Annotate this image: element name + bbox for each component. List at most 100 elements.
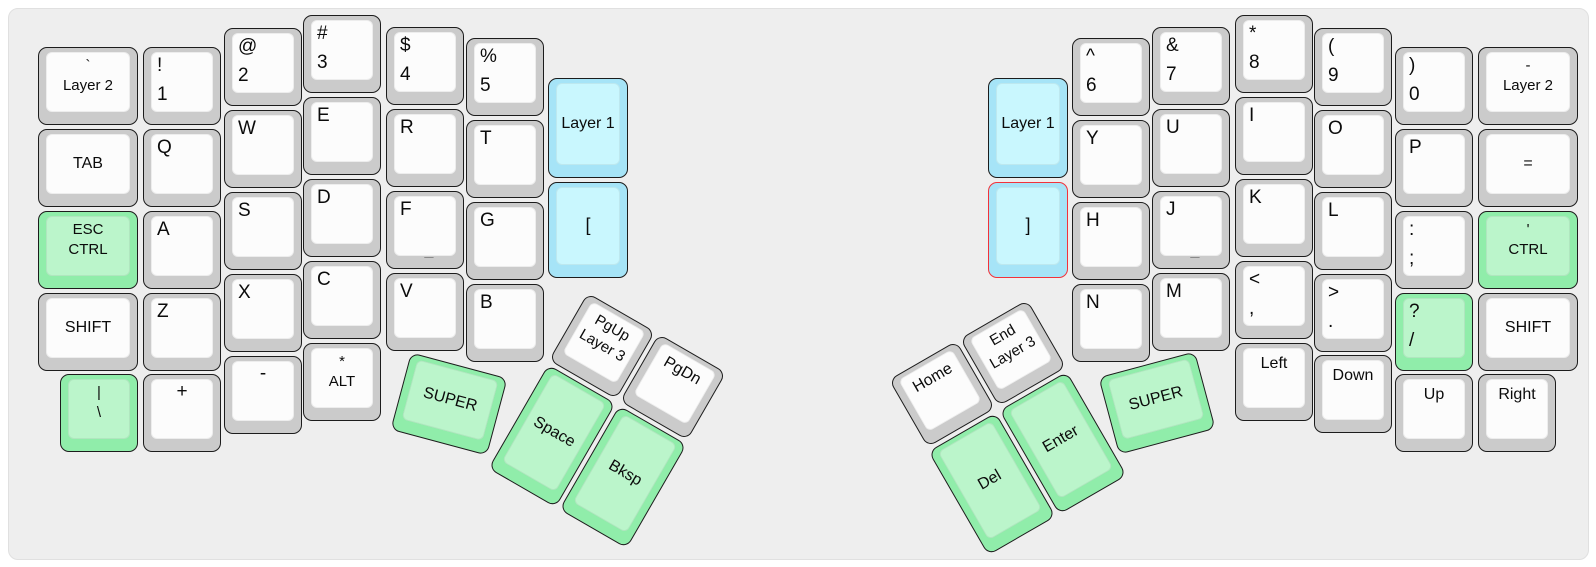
keycap-top (556, 83, 620, 165)
key-pipe-backslash[interactable]: | \ (60, 374, 138, 452)
keycap-top (996, 83, 1060, 165)
key-z[interactable]: Z (143, 293, 221, 371)
key-t[interactable]: T (466, 120, 544, 198)
keycap-top (394, 278, 456, 338)
key-at-2[interactable]: @2 (224, 28, 302, 106)
key-gt-period[interactable]: >. (1314, 274, 1392, 352)
key-pct-5[interactable]: %5 (466, 38, 544, 116)
keycap-top (232, 361, 294, 421)
key-g[interactable]: G (466, 202, 544, 280)
key-minus[interactable]: - (224, 356, 302, 434)
keycap-top (232, 279, 294, 339)
key-minus-layer2[interactable]: - Layer 2 (1478, 47, 1578, 125)
keycap-top (1322, 115, 1384, 175)
keycap-top (394, 196, 456, 256)
key-rbracket[interactable]: ] (988, 182, 1068, 278)
key-e[interactable]: E (303, 97, 381, 175)
key-excl-1[interactable]: !1 (143, 47, 221, 125)
key-hash-3[interactable]: #3 (303, 15, 381, 93)
key-d[interactable]: D (303, 179, 381, 257)
keycap-top (232, 33, 294, 93)
keycap-top (1080, 207, 1142, 267)
keycap-top (311, 102, 373, 162)
keycap-top (151, 216, 213, 276)
keycap-top (1243, 102, 1305, 162)
keycap-top (1322, 360, 1384, 420)
key-h[interactable]: H (1072, 202, 1150, 280)
key-star-alt[interactable]: * ALT (303, 343, 381, 421)
key-k[interactable]: K (1235, 179, 1313, 257)
key-dollar-4[interactable]: $4 (386, 27, 464, 105)
keycap-top (46, 52, 130, 112)
keycap-top (1243, 184, 1305, 244)
key-a[interactable]: A (143, 211, 221, 289)
key-shift-left[interactable]: SHIFT (38, 293, 138, 371)
keycap-top (401, 359, 499, 441)
key-amp-7[interactable]: &7 (1152, 27, 1230, 105)
key-ast-8[interactable]: *8 (1235, 15, 1313, 93)
keycap-top (1403, 379, 1465, 439)
key-v[interactable]: V (386, 273, 464, 351)
key-l[interactable]: L (1314, 192, 1392, 270)
key-plus[interactable]: + (143, 374, 221, 452)
key-p[interactable]: P (1395, 129, 1473, 207)
key-r[interactable]: R (386, 109, 464, 187)
keycap-top (1322, 279, 1384, 339)
key-s[interactable]: S (224, 192, 302, 270)
key-grave-layer2[interactable]: ` Layer 2 (38, 47, 138, 125)
key-layer1-right[interactable]: Layer 1 (988, 78, 1068, 178)
keycap-top (232, 115, 294, 175)
key-tab[interactable]: TAB (38, 129, 138, 207)
key-j[interactable]: J_ (1152, 191, 1230, 269)
keycap-top (394, 32, 456, 92)
key-question-slash[interactable]: ?/ (1395, 293, 1473, 371)
key-arrow-down[interactable]: Down (1314, 355, 1392, 433)
key-n[interactable]: N (1072, 284, 1150, 362)
keycap-top (232, 197, 294, 257)
key-caret-6[interactable]: ^6 (1072, 38, 1150, 116)
key-arrow-up[interactable]: Up (1395, 374, 1473, 452)
keycap-top (1403, 216, 1465, 276)
keycap-top (311, 348, 373, 408)
key-x[interactable]: X (224, 274, 302, 352)
keycap-top (474, 289, 536, 349)
keycap-top (151, 134, 213, 194)
keycap-top (1160, 278, 1222, 338)
key-y[interactable]: Y (1072, 120, 1150, 198)
key-arrow-right[interactable]: Right (1478, 374, 1556, 452)
key-lbracket[interactable]: [ (548, 182, 628, 278)
key-shift-right[interactable]: SHIFT (1478, 293, 1578, 371)
keycap-top (1322, 33, 1384, 93)
key-rparen-0[interactable]: )0 (1395, 47, 1473, 125)
key-w[interactable]: W (224, 110, 302, 188)
key-lt-comma[interactable]: <, (1235, 261, 1313, 339)
key-f[interactable]: F_ (386, 191, 464, 269)
key-lparen-9[interactable]: (9 (1314, 28, 1392, 106)
keycap-top (1322, 197, 1384, 257)
key-equals[interactable]: = (1478, 129, 1578, 207)
keycap-top (68, 379, 130, 439)
key-q[interactable]: Q (143, 129, 221, 207)
key-u[interactable]: U (1152, 109, 1230, 187)
keycap-top (1486, 134, 1570, 194)
keycap-top (1080, 125, 1142, 185)
keycap-top (1486, 216, 1570, 276)
key-b[interactable]: B (466, 284, 544, 362)
key-i[interactable]: I (1235, 97, 1313, 175)
keycap-top (46, 216, 130, 276)
key-m[interactable]: M (1152, 273, 1230, 351)
keycap-top (1486, 379, 1548, 439)
key-layer1-left[interactable]: Layer 1 (548, 78, 628, 178)
key-arrow-left[interactable]: Left (1235, 343, 1313, 421)
keycap-top (1160, 196, 1222, 256)
key-o[interactable]: O (1314, 110, 1392, 188)
keycap-top (1243, 348, 1305, 408)
key-esc-ctrl[interactable]: ESC CTRL (38, 211, 138, 289)
keycap-top (996, 187, 1060, 265)
keycap-top (1403, 298, 1465, 358)
key-colon-semi[interactable]: :; (1395, 211, 1473, 289)
keycap-top (46, 298, 130, 358)
keycap-top (474, 125, 536, 185)
key-quote-ctrl[interactable]: ' CTRL (1478, 211, 1578, 289)
key-c[interactable]: C (303, 261, 381, 339)
